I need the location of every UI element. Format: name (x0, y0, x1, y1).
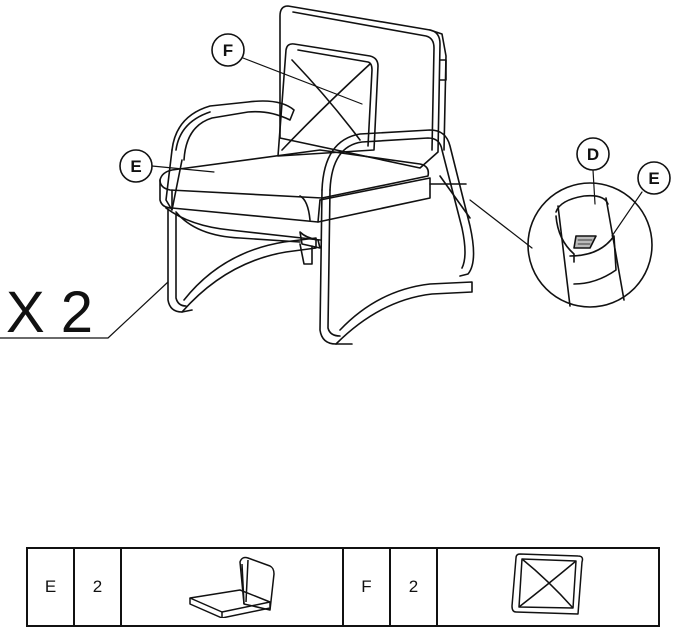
part-f-qty: 2 (389, 547, 438, 627)
parts-table: E 2 F 2 (26, 547, 660, 627)
right-armrest (319, 129, 475, 345)
back-cushion-icon (511, 552, 584, 615)
callout-e-detail: E (637, 161, 671, 195)
detail-view (527, 182, 653, 308)
part-e-qty: 2 (73, 547, 122, 627)
callout-f-label: F (223, 41, 233, 60)
left-armrest (165, 100, 295, 211)
callout-d: D (576, 137, 610, 171)
seat-cushion (159, 149, 431, 223)
part-e-image (120, 547, 344, 627)
quantity-label: X 2 (6, 280, 93, 345)
part-f-letter: F (342, 547, 391, 627)
callout-e-main: E (119, 149, 153, 183)
callout-d-label: D (587, 145, 599, 164)
callout-e-main-label: E (130, 157, 141, 176)
seat-frame (165, 207, 321, 249)
parts-row: E 2 F 2 (26, 547, 660, 627)
part-f-image (436, 547, 660, 627)
callout-f: F (211, 33, 245, 67)
callout-e-detail-label: E (648, 169, 659, 188)
backrest (279, 5, 447, 169)
part-e-letter: E (26, 547, 75, 627)
left-base (167, 209, 317, 313)
chair-assembly-diagram: F E D E X 2 (0, 5, 671, 345)
back-cushion (277, 43, 379, 157)
leader-lines (0, 57, 643, 339)
cushion-set-icon (189, 556, 275, 619)
